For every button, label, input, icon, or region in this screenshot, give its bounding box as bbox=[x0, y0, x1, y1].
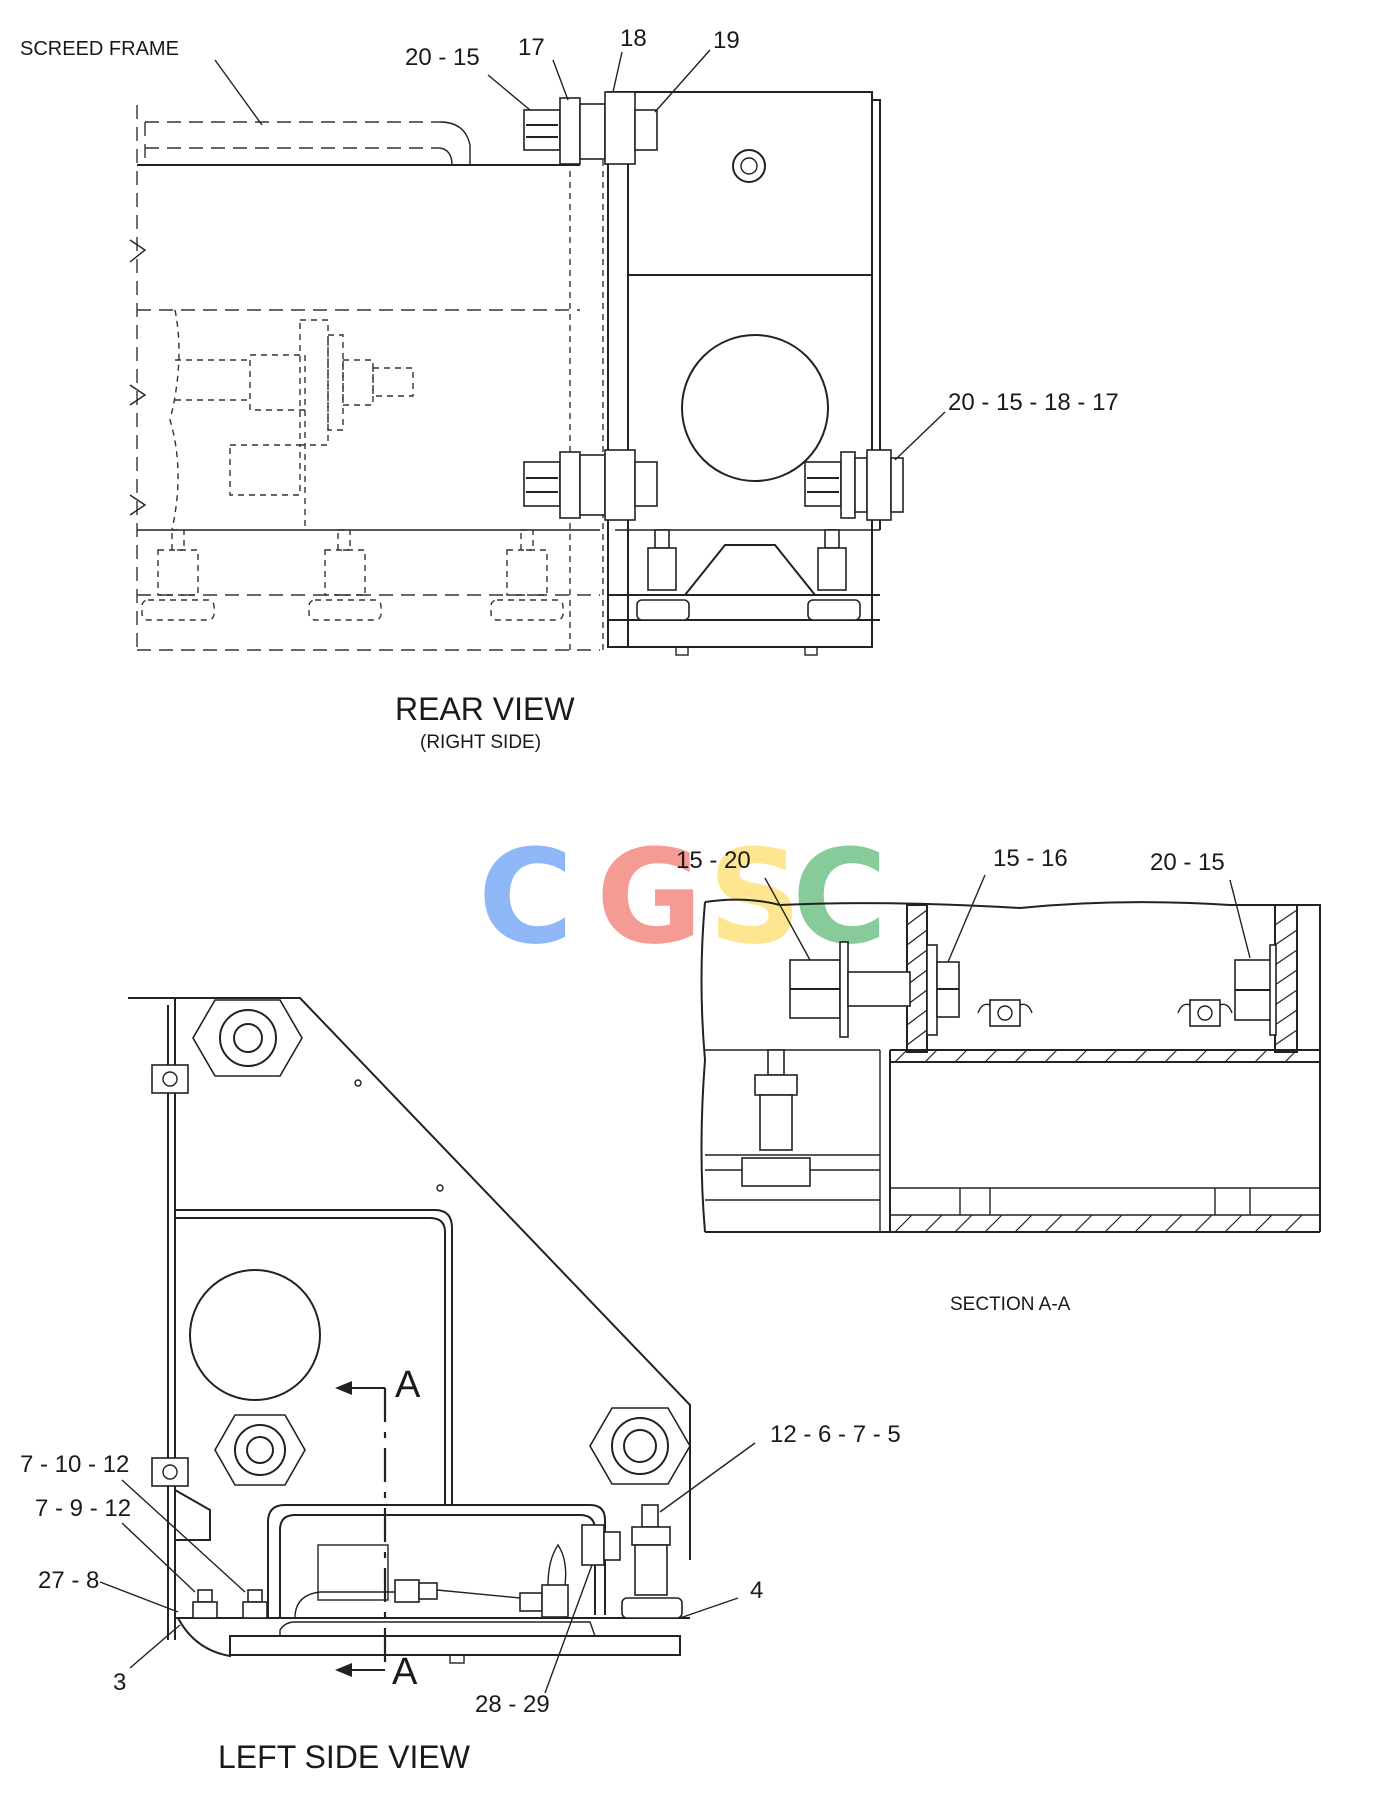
hidden-actuator bbox=[175, 319, 414, 530]
leader-7-9-12 bbox=[121, 1522, 196, 1593]
leader-17 bbox=[552, 59, 569, 101]
pivot-hole-side bbox=[189, 1269, 321, 1401]
pivot-hole bbox=[681, 334, 829, 482]
callout-4: 4 bbox=[750, 1577, 763, 1604]
leader-20-15-18-17 bbox=[894, 411, 946, 461]
middle-bolt-assembly bbox=[523, 449, 658, 521]
section-outline bbox=[704, 898, 1321, 1232]
callout-3: 3 bbox=[113, 1669, 126, 1696]
leader-15-20 bbox=[764, 877, 811, 961]
callout-19: 19 bbox=[713, 27, 740, 54]
callout-15-16: 15 - 16 bbox=[993, 845, 1068, 872]
right-stud bbox=[621, 1504, 683, 1619]
leader-7-10-12 bbox=[121, 1479, 246, 1593]
section-aa-drawing bbox=[700, 874, 1321, 1233]
callout-28-29: 28 - 29 bbox=[475, 1691, 550, 1718]
left-side-view-title: LEFT SIDE VIEW bbox=[218, 1739, 471, 1775]
section-right-bolt bbox=[1234, 944, 1277, 1036]
leader-20-15-section bbox=[1229, 879, 1251, 959]
section-arrow-bottom bbox=[335, 1663, 352, 1677]
watermark-letter-3: S bbox=[708, 821, 802, 973]
leader-12-6-7-5 bbox=[659, 1442, 756, 1513]
watermark: C G S C bbox=[478, 821, 887, 973]
callout-27-8: 27 - 8 bbox=[38, 1567, 99, 1594]
leader-28-29 bbox=[544, 1564, 593, 1694]
hex-bolt-top bbox=[192, 999, 303, 1077]
callout-20-15-section: 20 - 15 bbox=[1150, 849, 1225, 876]
rear-view-title: REAR VIEW bbox=[395, 691, 575, 727]
lower-stud-row bbox=[141, 529, 564, 621]
callout-15-20: 15 - 20 bbox=[676, 847, 751, 874]
right-end-bracket bbox=[607, 91, 881, 656]
callout-7-9-12: 7 - 9 - 12 bbox=[35, 1495, 131, 1522]
leader-19 bbox=[654, 49, 711, 113]
leader-3 bbox=[129, 1624, 181, 1669]
rear-view-subtitle: (RIGHT SIDE) bbox=[420, 732, 541, 753]
leader-15-16 bbox=[947, 874, 986, 963]
callout-18: 18 bbox=[620, 25, 647, 52]
leader-18 bbox=[612, 51, 623, 93]
section-aa-title: SECTION A-A bbox=[950, 1294, 1071, 1315]
section-arrow-top bbox=[335, 1381, 352, 1395]
label-screed-frame: SCREED FRAME bbox=[20, 38, 179, 60]
callout-17: 17 bbox=[518, 34, 545, 61]
bottom-housing bbox=[267, 1504, 606, 1618]
hex-bolt-middle bbox=[214, 1414, 306, 1486]
top-bolt-assembly bbox=[523, 91, 658, 165]
left-side-view-drawing bbox=[99, 997, 756, 1694]
hatching bbox=[894, 909, 1303, 1233]
leader-4 bbox=[679, 1597, 739, 1619]
watermark-letter-1: C bbox=[478, 821, 573, 973]
leader-screed-frame bbox=[214, 59, 263, 126]
right-bolt-assembly bbox=[804, 449, 904, 521]
gusset-plate bbox=[175, 997, 691, 1560]
callout-12-6-7-5: 12 - 6 - 7 - 5 bbox=[770, 1421, 901, 1448]
watermark-letter-2: G bbox=[596, 821, 703, 973]
hex-bolt-bottom-right bbox=[589, 1407, 691, 1485]
section-mark-a-bottom: A bbox=[392, 1651, 418, 1693]
callout-7-10-12: 7 - 10 - 12 bbox=[20, 1451, 129, 1478]
section-mark-a-top: A bbox=[395, 1364, 421, 1406]
rear-view-drawing bbox=[129, 49, 946, 656]
section-left-bolt bbox=[789, 941, 960, 1038]
callout-20-15-top: 20 - 15 bbox=[405, 44, 480, 71]
leader-27-8 bbox=[99, 1581, 179, 1613]
callout-20-15-18-17: 20 - 15 - 18 - 17 bbox=[948, 389, 1119, 416]
leader-20-15 bbox=[487, 74, 531, 111]
